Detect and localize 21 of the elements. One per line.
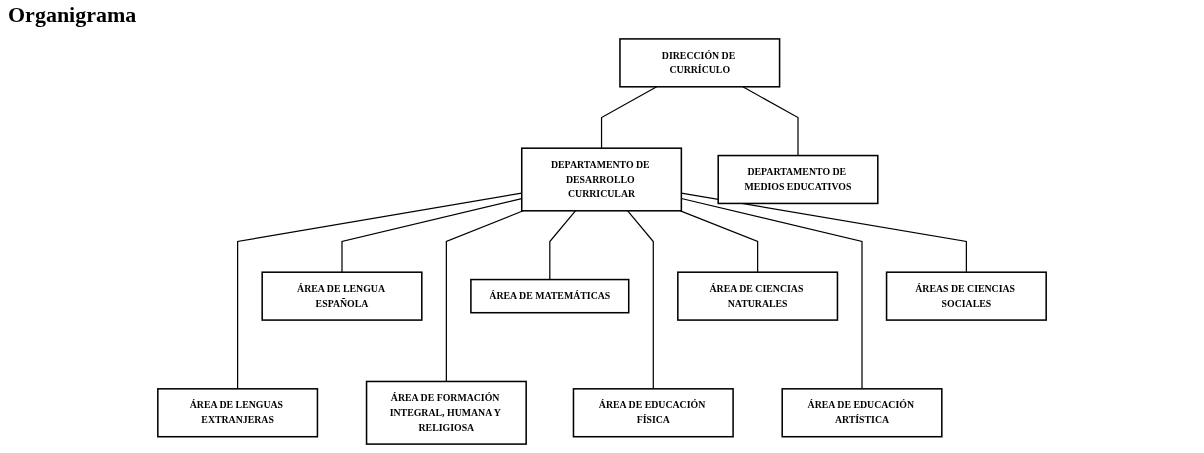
node-box: ÁREA DE EDUCACIÓN ARTÍSTICA — [781, 388, 943, 438]
node-box: DEPARTAMENTO DE DESARROLLO CURRICULAR — [520, 147, 683, 212]
connector — [600, 86, 658, 149]
connector — [549, 210, 577, 281]
node-box: ÁREA DE EDUCACIÓN FÍSICA — [572, 388, 734, 438]
connector — [237, 192, 523, 390]
diagram-title: Organigrama — [8, 2, 137, 28]
node-box: ÁREAS DE CIENCIAS SOCIALES — [885, 271, 1047, 321]
node-box: DIRECCIÓN DE CURRÍCULO — [619, 38, 781, 88]
node-box: ÁREA DE CIENCIAS NATURALES — [677, 271, 839, 321]
connector — [742, 86, 799, 157]
connector — [680, 197, 863, 390]
connector — [627, 210, 654, 390]
node-box: ÁREA DE FORMACIÓN INTEGRAL, HUMANA Y RELIGIOSA — [365, 380, 527, 445]
connector — [680, 192, 967, 273]
connector — [679, 210, 759, 273]
node-box: ÁREA DE LENGUA ESPAÑOLA — [261, 271, 423, 321]
node-box: ÁREA DE LENGUAS EXTRANJERAS — [157, 388, 319, 438]
node-box: ÁREA DE MATEMÁTICAS — [470, 278, 630, 314]
node-box: DEPARTAMENTO DE MEDIOS EDUCATIVOS — [717, 154, 879, 205]
connector — [445, 210, 524, 383]
